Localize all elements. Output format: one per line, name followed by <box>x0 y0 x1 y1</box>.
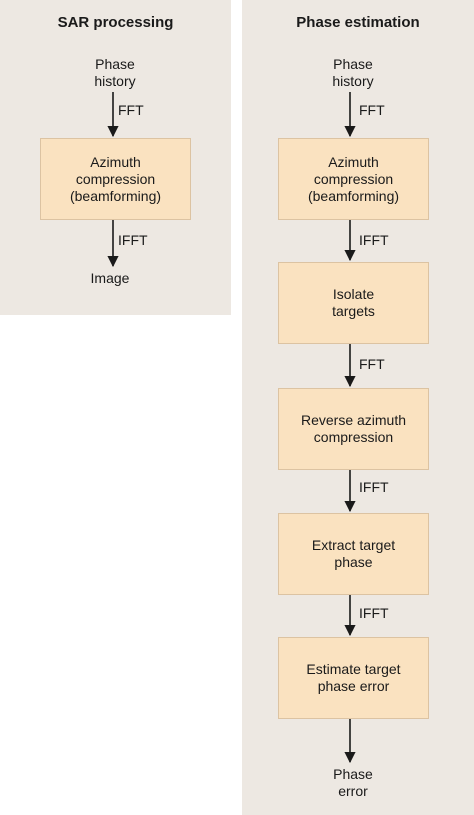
image-output: Image <box>90 270 130 286</box>
ifft-edge-label: IFFT <box>359 605 389 621</box>
isolate-targets-label: Isolate targets <box>332 286 375 319</box>
reverse-azimuth-compression-box: Reverse azimuth compression <box>278 388 429 470</box>
isolate-targets-box: Isolate targets <box>278 262 429 344</box>
extract-target-phase-box: Extract target phase <box>278 513 429 595</box>
ifft-edge-label: IFFT <box>118 232 148 248</box>
phase-estimation-panel: Phase estimation Phase history FFT Azimu… <box>242 0 474 815</box>
reverse-azimuth-compression-label: Reverse azimuth compression <box>300 412 407 445</box>
azimuth-compression-label: Azimuth compression (beamforming) <box>69 153 162 204</box>
ifft-edge-label: IFFT <box>359 232 389 248</box>
sar-processing-title: SAR processing <box>57 14 174 31</box>
phase-history-input: Phase history <box>332 56 374 89</box>
phase-estimation-title: Phase estimation <box>296 14 420 31</box>
phase-error-output: Phase error <box>333 766 373 799</box>
fft-edge-label: FFT <box>359 102 385 118</box>
estimate-target-phase-error-label: Estimate target phase error <box>306 661 401 694</box>
estimate-target-phase-error-box: Estimate target phase error <box>278 637 429 719</box>
azimuth-compression-box: Azimuth compression (beamforming) <box>278 138 429 220</box>
fft-edge-label: FFT <box>359 356 385 372</box>
ifft-edge-label: IFFT <box>359 479 389 495</box>
extract-target-phase-label: Extract target phase <box>311 537 396 570</box>
fft-edge-label: FFT <box>118 102 144 118</box>
azimuth-compression-label: Azimuth compression (beamforming) <box>307 153 400 204</box>
phase-history-input: Phase history <box>94 56 136 89</box>
azimuth-compression-box: Azimuth compression (beamforming) <box>40 138 191 220</box>
